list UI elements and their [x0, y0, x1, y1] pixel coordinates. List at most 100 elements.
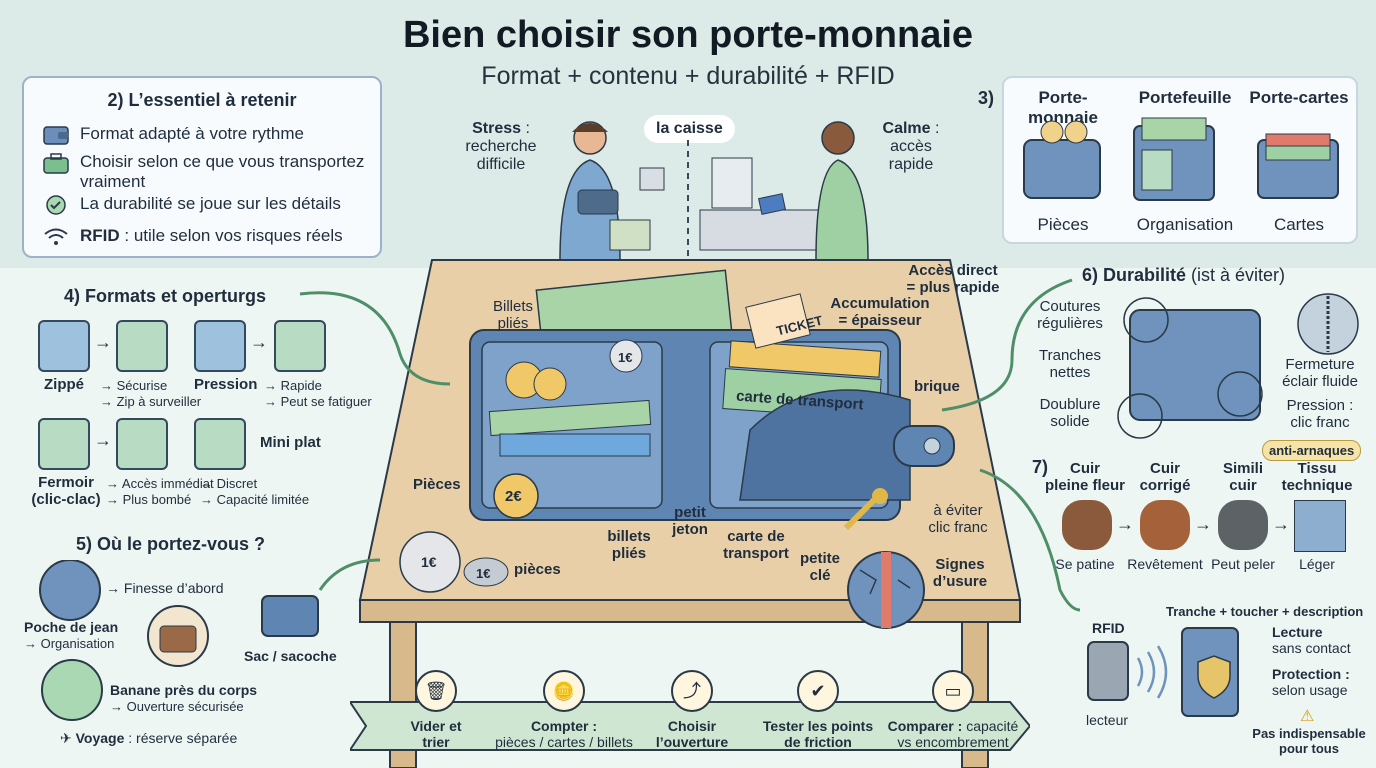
material-caption: Revêtement: [1127, 556, 1203, 572]
porter-heading: 5) Où le portez-vous ?: [76, 534, 266, 554]
format-line: → Capacité limitée: [200, 492, 310, 507]
essentiel-item: La durabilité se joue sur les détails: [42, 194, 341, 216]
coin-1-euro-small: 1€: [476, 566, 491, 581]
tranches-label: Tranches nettes: [1039, 347, 1101, 381]
carte-de-transport-label: carte de transport: [723, 528, 789, 562]
zip-tile: [38, 320, 90, 372]
banane-sub-label: → Ouverture sécurisée: [110, 699, 244, 714]
essentiel-item: RFID : utile selon vos risques réels: [42, 226, 343, 248]
stress-label: Stress : recherche difficile: [465, 120, 537, 173]
brique-label: brique: [914, 378, 960, 395]
arrow-icon: →: [1194, 514, 1212, 534]
essentiel-text: Format adapté à votre rythme: [80, 124, 304, 143]
protection-label: Protection :selon usage: [1272, 666, 1350, 698]
open-icon: ⤴: [671, 670, 713, 712]
material-swatch: [1294, 500, 1346, 552]
pression-label: Pression : clic franc: [1286, 397, 1354, 431]
material-name: Cuir corrigé: [1139, 460, 1191, 494]
page-title: Bien choisir son porte-monnaie: [402, 14, 974, 56]
acces-direct-label: Accès direct = plus rapide: [906, 262, 1000, 296]
wifi-icon: [44, 228, 68, 245]
rfid-tranche-label: Tranche + toucher + description: [1166, 604, 1364, 619]
type-caption: Cartes: [1273, 215, 1325, 234]
essentiel-text: Choisir selon ce que vous transportez vr…: [80, 152, 365, 191]
pieces-label: Pièces: [413, 476, 461, 493]
material-swatch: [1062, 500, 1112, 550]
coin-2-euro: 2€: [505, 488, 522, 505]
tap-tile: [116, 418, 168, 470]
coins-icon: 🪙: [543, 670, 585, 712]
step-item: ▭ Comparer : capacité vs encombrement: [880, 670, 1026, 750]
format-line: → Peut se fatiguer: [264, 394, 372, 409]
carry-illustrations: [39, 560, 319, 721]
voyage-label: ✈ Voyage : réserve séparée: [60, 730, 238, 746]
plane-icon: ✈: [60, 730, 72, 746]
material-swatch: [1140, 500, 1190, 550]
essentiel-item: Choisir selon ce que vous transportez vr…: [42, 152, 372, 192]
rfid-note: Pas indispensable pour tous: [1252, 726, 1366, 756]
type-name: Portefeuille: [1138, 88, 1232, 107]
material-caption: Se patine: [1055, 556, 1115, 572]
material-name: Simili cuir: [1222, 460, 1263, 494]
check-icon: ✔: [797, 670, 839, 712]
essentiel-text: RFID : utile selon vos risques réels: [80, 226, 343, 245]
poche-label: Poche de jean: [24, 619, 119, 635]
format-line: → Zip à surveiller: [100, 394, 202, 409]
formats-heading: 4) Formats et operturgs: [64, 286, 267, 306]
lecteur-label: lecteur: [1086, 712, 1129, 728]
essentiel-panel: 2) L’essentiel à retenir Format adapté à…: [22, 76, 382, 258]
step-item: ⤴ Choisir l’ouverture: [622, 670, 762, 750]
format-line: → Sécurise: [100, 378, 168, 393]
format-name: Pression: [194, 376, 258, 393]
essentiel-heading: 2) L’essentiel à retenir: [107, 90, 297, 110]
format-name: Mini plat: [260, 434, 321, 451]
essentiel-item: Format adapté à votre rythme: [42, 124, 304, 146]
material-name: Cuir pleine fleur: [1044, 460, 1126, 494]
type-name: Porte-cartes: [1249, 88, 1349, 107]
durability-wallet: [1117, 293, 1359, 439]
flat-tile: [194, 418, 246, 470]
trash-icon: 🗑: [415, 670, 457, 712]
format-name: Fermoir (clic-clac): [31, 474, 101, 508]
coutures-label: Coutures régulières: [1037, 298, 1103, 332]
material-name: Tissu technique: [1281, 460, 1353, 494]
wallet-icon: [43, 126, 69, 145]
page-subtitle: Format + contenu + durabilité + RFID: [481, 62, 895, 90]
calme-label: Calme : accès rapide: [882, 120, 940, 173]
finesse-label: → Finesse d’abord: [106, 580, 224, 596]
type-caption: Organisation: [1136, 215, 1234, 234]
arrow-icon: →: [94, 430, 112, 450]
briefcase-icon: [43, 153, 69, 174]
billets-plies-label: billets pliés: [607, 528, 651, 562]
poche-sub-label: → Organisation: [24, 636, 115, 651]
warning-icon: ⚠: [1300, 708, 1315, 725]
arrow-icon: →: [1272, 514, 1290, 534]
format-name: Zippé: [44, 376, 84, 393]
petite-cle-label: petite clé: [799, 550, 840, 584]
banane-label: Banane près du corps: [110, 682, 258, 698]
material-caption: Peut peler: [1211, 556, 1275, 572]
billets-plies-top-label: Billets pliés: [492, 298, 533, 332]
accumulation-label: Accumulation = épaisseur: [830, 295, 930, 329]
essentiel-text: La durabilité se joue sur les détails: [80, 194, 341, 213]
zip-slider-tile: [116, 320, 168, 372]
petit-jeton-label: petit jeton: [672, 504, 708, 538]
signes-usure-label: Signes d’usure: [932, 556, 988, 590]
table-and-wallet: [358, 259, 1022, 768]
arrow-icon: →: [250, 332, 268, 352]
fermeture-label: Fermeture éclair fluide: [1282, 356, 1358, 390]
pieces-small-label: pièces: [514, 561, 561, 578]
types-illustrations: [1023, 117, 1339, 201]
rfid-label: RFID: [1092, 620, 1125, 636]
arrow-icon: →: [94, 332, 112, 352]
clasp-tile: [38, 418, 90, 470]
snap-tile: [194, 320, 246, 372]
steps-banner: [350, 701, 1030, 751]
timer-tile: [274, 320, 326, 372]
badge-check-icon: [46, 195, 66, 215]
coin-1-euro: 1€: [618, 350, 633, 365]
a-eviter-label: à éviter clic franc: [928, 502, 988, 536]
coin-1-euro-big: 1€: [421, 554, 437, 570]
material-swatch: [1218, 500, 1268, 550]
